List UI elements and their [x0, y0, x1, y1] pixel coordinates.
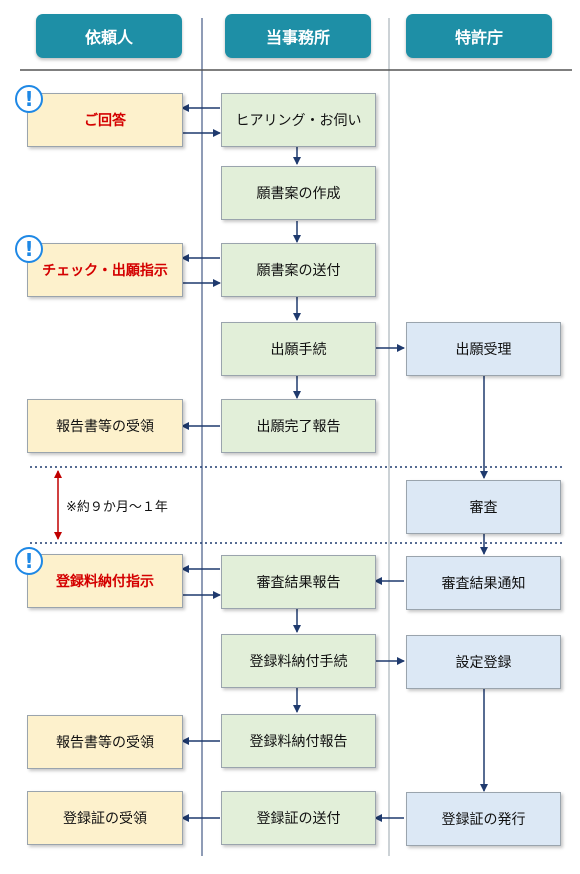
patent-notice-box: 審査結果通知: [406, 556, 561, 610]
header-client: 依頼人: [36, 14, 182, 58]
patent-exam-box: 審査: [406, 480, 561, 534]
office-draft-box: 願書案の作成: [221, 166, 376, 220]
patent-accept-box: 出願受理: [406, 322, 561, 376]
alert-icon: !: [15, 85, 43, 113]
client-certificate-receipt-box: 登録証の受領: [27, 791, 183, 845]
header-patent-office: 特許庁: [406, 14, 552, 58]
duration-note: ※約９か月～１年: [66, 500, 168, 515]
office-hearing-box: ヒアリング・お伺い: [221, 93, 376, 147]
office-exam-report-box: 審査結果報告: [221, 555, 376, 609]
patent-registration-box: 設定登録: [406, 635, 561, 689]
office-filing-report-box: 出願完了報告: [221, 399, 376, 453]
office-fee-payment-box: 登録料納付手続: [221, 634, 376, 688]
header-office: 当事務所: [225, 14, 371, 58]
alert-icon: !: [15, 235, 43, 263]
office-send-draft-box: 願書案の送付: [221, 243, 376, 297]
client-reply-box: ご回答: [27, 93, 183, 147]
client-receipt-box-1: 報告書等の受領: [27, 399, 183, 453]
office-fee-report-box: 登録料納付報告: [221, 714, 376, 768]
office-send-certificate-box: 登録証の送付: [221, 791, 376, 845]
patent-issue-box: 登録証の発行: [406, 792, 561, 846]
office-filing-box: 出願手続: [221, 322, 376, 376]
client-fee-instruction-box: 登録料納付指示: [27, 554, 183, 608]
client-check-box: チェック・出願指示: [27, 243, 183, 297]
client-receipt-box-2: 報告書等の受領: [27, 715, 183, 769]
alert-icon: !: [15, 547, 43, 575]
